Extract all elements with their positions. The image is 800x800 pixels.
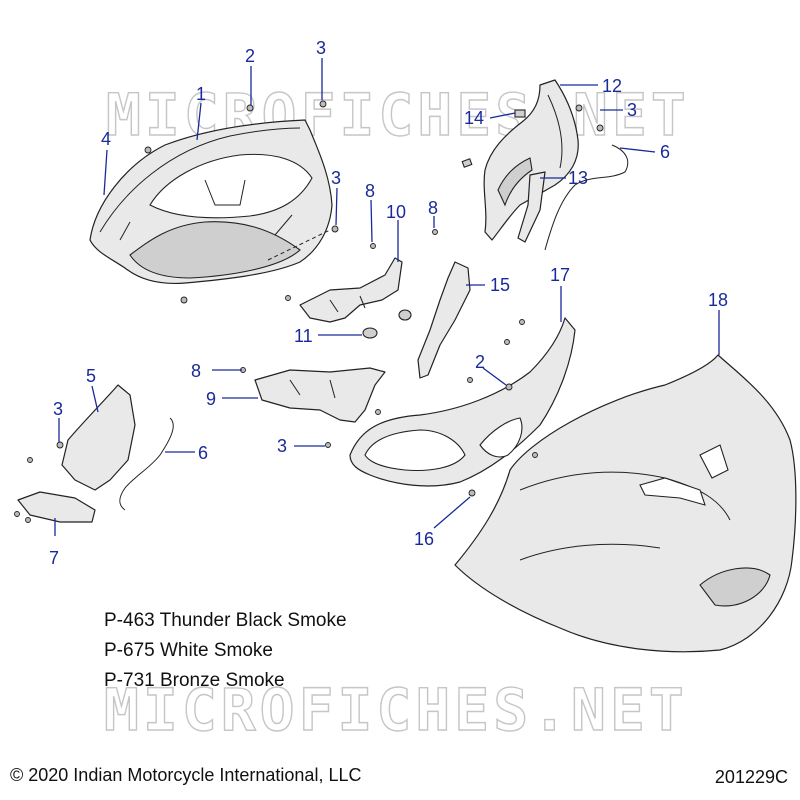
part-5-side-panel [61, 384, 136, 491]
part-17-inner-panel [349, 317, 576, 487]
callout-3b: 3 [627, 100, 637, 120]
callout-10: 10 [386, 202, 406, 222]
callout-2a: 2 [245, 46, 255, 66]
callout-15: 15 [490, 275, 510, 295]
copyright-notice: © 2020 Indian Motorcycle International, … [10, 765, 362, 785]
part-7-cover [17, 491, 96, 523]
callout-8c: 8 [191, 361, 201, 381]
callout-8a: 8 [365, 181, 375, 201]
part-12-side-bracket [461, 79, 579, 243]
callout-14: 14 [464, 108, 484, 128]
callout-12: 12 [602, 76, 622, 96]
callout-7: 7 [49, 548, 59, 568]
paint-code-1: P-463 Thunder Black Smoke [104, 610, 347, 631]
part-10-bracket [299, 257, 403, 323]
part-15-bracket [417, 261, 471, 379]
fasteners [14, 100, 604, 523]
callout-13: 13 [568, 168, 588, 188]
callout-9: 9 [206, 389, 216, 409]
part-9-bracket [254, 367, 386, 423]
callout-5: 5 [86, 366, 96, 386]
leader-lines [54, 58, 720, 536]
callout-11: 11 [294, 326, 313, 346]
part-11-grommet [362, 327, 378, 339]
callouts: 1 2 3 4 12 14 3 6 3 8 10 8 13 15 17 18 1… [49, 38, 728, 568]
callout-6a: 6 [660, 142, 670, 162]
callout-3a: 3 [316, 38, 326, 58]
callout-17: 17 [550, 265, 570, 285]
part-6-trim-upper [544, 144, 629, 251]
callout-6b: 6 [198, 443, 208, 463]
callout-3c: 3 [331, 168, 341, 188]
part-11-grommet-2 [398, 309, 412, 321]
callout-3e: 3 [277, 436, 287, 456]
part-1-inner-fairing [89, 119, 333, 285]
paint-code-2: P-675 White Smoke [104, 640, 273, 661]
paint-code-3: P-731 Bronze Smoke [104, 670, 285, 691]
callout-1: 1 [196, 84, 206, 104]
watermark-bottom: MICROFICHES.NET [104, 676, 688, 744]
drawing-number: 201229C [714, 767, 788, 787]
part-6-trim-lower [119, 417, 174, 511]
callout-2b: 2 [475, 352, 485, 372]
part-18-outer-fairing [454, 354, 797, 653]
callout-3d: 3 [53, 399, 63, 419]
callout-16: 16 [414, 529, 434, 549]
callout-4: 4 [101, 129, 111, 149]
callout-8b: 8 [428, 198, 438, 218]
callout-18: 18 [708, 290, 728, 310]
